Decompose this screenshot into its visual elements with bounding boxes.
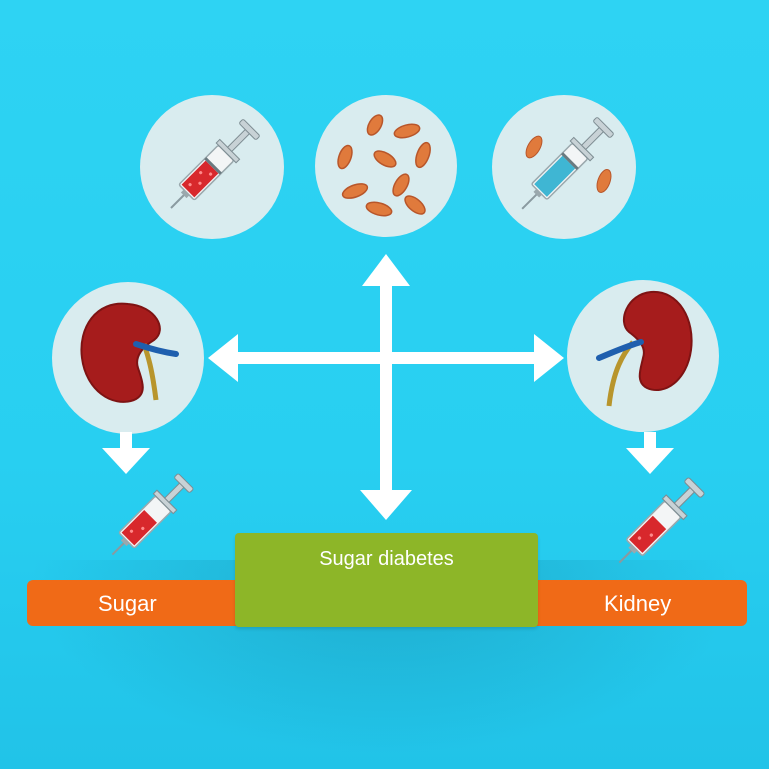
arrow-icon xyxy=(208,334,238,382)
center-label: Sugar diabetes xyxy=(319,548,454,570)
arrow-icon xyxy=(360,490,412,520)
syringe-red-icon xyxy=(111,473,194,556)
arrow-icon xyxy=(644,432,656,450)
syringe-blue-icon xyxy=(521,117,614,210)
kidney-label: Kidney xyxy=(604,591,672,616)
syringe-blue-circle xyxy=(492,95,636,239)
sugar-label: Sugar xyxy=(98,591,157,616)
kidney-icon xyxy=(80,302,179,403)
syringe-red-icon xyxy=(170,119,260,209)
syringe-blood-circle xyxy=(140,95,284,239)
pills-icon xyxy=(337,114,431,217)
arrow-icon xyxy=(234,352,540,364)
arrow-icon xyxy=(380,280,392,492)
center-box xyxy=(235,533,538,627)
arrow-icon xyxy=(626,448,674,474)
arrow-icon xyxy=(362,254,410,286)
arrow-icon xyxy=(120,432,132,450)
arrow-icon xyxy=(102,448,150,474)
kidney-icon xyxy=(596,290,693,407)
pills-circle xyxy=(315,95,457,237)
kidney-right-circle xyxy=(567,280,719,432)
kidney-left-circle xyxy=(52,282,204,434)
syringe-red-icon xyxy=(618,477,705,564)
arrow-icon xyxy=(534,334,564,382)
